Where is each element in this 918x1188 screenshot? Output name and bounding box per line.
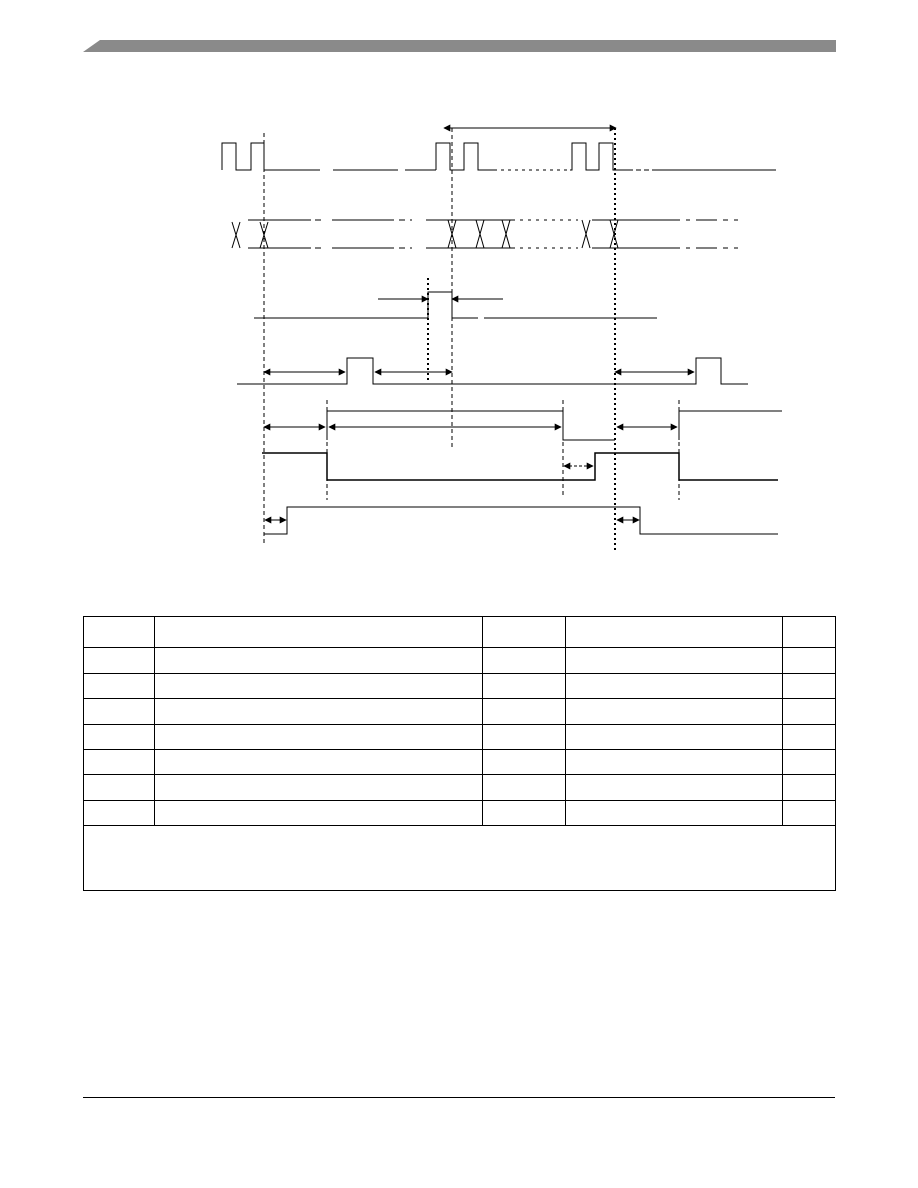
table-row [83, 774, 836, 801]
table-cell [565, 799, 783, 826]
table-notes [83, 824, 836, 892]
guide-lines [263, 128, 680, 545]
table-cell [482, 647, 566, 674]
strobe-waveform [254, 291, 478, 319]
table-cell [83, 723, 155, 750]
signal-clock [221, 124, 776, 171]
table-cell [482, 748, 566, 776]
table-cell [782, 799, 836, 826]
table-cell [482, 799, 566, 826]
table-cell [565, 615, 783, 649]
timing-table [83, 615, 836, 892]
table-cell [782, 647, 836, 674]
table-cell [565, 774, 783, 801]
header-bar [83, 40, 836, 52]
pulse-waveform [237, 357, 748, 385]
bus-transition [447, 219, 457, 249]
table-cell [565, 647, 783, 674]
table-row [83, 647, 836, 674]
select-upper-waveform [326, 410, 615, 441]
table-cell [154, 748, 483, 776]
table-cell [154, 774, 483, 801]
table-cell [83, 748, 155, 776]
bus-transition [609, 219, 619, 249]
table-row [83, 672, 836, 700]
table-cell [565, 672, 783, 700]
table-cell [154, 723, 483, 750]
signal-data-bus [231, 219, 738, 249]
signal-output [264, 506, 778, 535]
table-cell [782, 615, 836, 649]
timing-diagram [221, 124, 782, 550]
clock-waveform-end [570, 142, 628, 171]
table-row [83, 723, 836, 750]
signal-pulse [237, 357, 748, 385]
table-cell [154, 647, 483, 674]
table-cell [83, 799, 155, 826]
table-cell [154, 615, 483, 649]
bus-transition [581, 219, 591, 249]
bus-transition [231, 221, 241, 249]
table-row [83, 698, 836, 725]
table-cell [782, 723, 836, 750]
table-cell [482, 698, 566, 725]
select-upper-waveform-end [678, 410, 782, 440]
table-cell [83, 647, 155, 674]
bus-transition [259, 221, 269, 249]
table-notes-row [83, 824, 836, 892]
clock-waveform-mid [435, 142, 494, 171]
enable-waveform [262, 452, 778, 481]
output-waveform [264, 506, 778, 535]
table-cell [83, 672, 155, 700]
table-cell [482, 672, 566, 700]
table-cell [782, 698, 836, 725]
table-cell [83, 615, 155, 649]
table-cell [565, 748, 783, 776]
table-cell [565, 698, 783, 725]
table-cell [83, 698, 155, 725]
table-cell [482, 774, 566, 801]
table-cell [782, 672, 836, 700]
table-row [83, 748, 836, 776]
header-bar-shape [83, 40, 836, 52]
signal-select [263, 410, 782, 441]
table-cell [482, 723, 566, 750]
clock-waveform-start [221, 142, 280, 171]
table-cell [154, 672, 483, 700]
bus-transition [501, 219, 511, 249]
footer-rule [83, 1097, 835, 1098]
bus-transition [475, 219, 485, 249]
signal-strobe [254, 291, 657, 319]
table-cell [782, 774, 836, 801]
signal-enable [262, 452, 778, 481]
table-cell [154, 698, 483, 725]
table-row [83, 799, 836, 826]
table-cell [565, 723, 783, 750]
table-cell [482, 615, 566, 649]
table-cell [154, 799, 483, 826]
table-cell [83, 774, 155, 801]
table-header-row [83, 615, 836, 649]
table-cell [782, 748, 836, 776]
